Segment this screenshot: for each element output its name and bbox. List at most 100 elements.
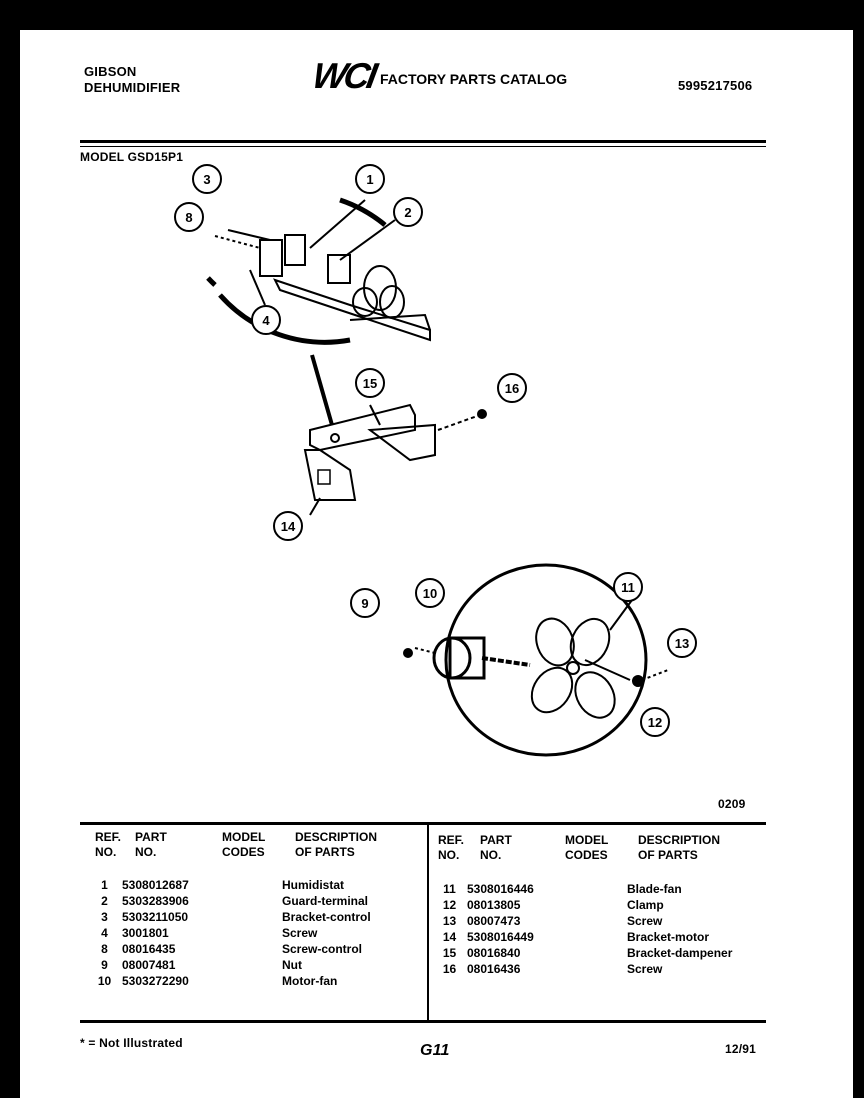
not-illustrated-note: * = Not Illustrated (80, 1036, 183, 1050)
callout-14: 14 (273, 511, 303, 541)
ref-no-cell: 4 (101, 926, 108, 940)
callout-2: 2 (393, 197, 423, 227)
svg-text:8: 8 (185, 210, 192, 225)
description-cell: Screw (282, 926, 318, 940)
callout-8: 8 (174, 202, 204, 232)
table-row: 1 5308012687 Humidistat (87, 877, 442, 893)
table-top-rule (80, 822, 766, 825)
page-number: G11 (420, 1042, 450, 1059)
table-row: 14 5308016449 Bracket-motor (432, 929, 787, 945)
description-cell: Bracket-motor (627, 930, 710, 944)
header-description: DESCRIPTION OF PARTS (295, 830, 378, 859)
description-cell: Nut (282, 958, 302, 972)
table-row: 8 08016435 Screw-control (87, 941, 442, 957)
svg-text:16: 16 (505, 381, 519, 396)
svg-text:2: 2 (404, 205, 411, 220)
callout-balloons: 1 2 3 4 8 9 10 11 12 13 14 15 16 (174, 164, 697, 737)
header-model-codes: MODEL CODES (222, 830, 266, 859)
callout-12: 12 (640, 707, 670, 737)
catalog-page: GIBSON DEHUMIDIFIER WCI FACTORY PARTS CA… (20, 30, 853, 1098)
part-no-cell: 5303211050 (122, 910, 189, 924)
callout-11: 11 (613, 572, 643, 602)
bracket-control-part (259, 239, 283, 277)
description-cell: Bracket-control (282, 910, 371, 924)
bracket-dampener-part (309, 403, 416, 452)
svg-text:4: 4 (262, 313, 270, 328)
part-no-cell: 08016435 (122, 942, 176, 956)
callout-9: 9 (350, 588, 380, 618)
svg-text:3: 3 (203, 172, 210, 187)
part-no-cell: 3001801 (122, 926, 169, 940)
description-cell: Guard-terminal (282, 894, 369, 908)
header-part-no: PART NO. (135, 830, 167, 859)
ref-no-cell: 10 (97, 974, 112, 988)
brand-name: GIBSON (84, 64, 137, 79)
header-rule (80, 140, 766, 143)
part-no-cell: 5303272290 (122, 974, 189, 988)
ref-no-cell: 16 (442, 962, 457, 976)
table-row: 12 08013805 Clamp (432, 897, 787, 913)
header-ref-no-right: REF. NO. (438, 833, 465, 862)
ref-no-cell: 1 (101, 878, 108, 892)
table-bottom-rule (80, 1020, 766, 1023)
description-cell: Screw-control (282, 942, 363, 956)
description-cell: Humidistat (282, 878, 345, 892)
description-cell: Motor-fan (282, 974, 338, 988)
svg-text:14: 14 (281, 519, 296, 534)
motor-fan-part (432, 636, 472, 680)
part-no-cell: 5308012687 (122, 878, 189, 892)
ref-no-cell: 3 (101, 910, 108, 924)
header-part-no-right: PART NO. (480, 833, 512, 862)
brand-block: GIBSON DEHUMIDIFIER (84, 64, 180, 96)
ref-no-cell: 14 (442, 930, 457, 944)
ref-no-cell: 12 (442, 898, 457, 912)
part-no-cell: 5308016446 (467, 882, 534, 896)
humidistat-part (284, 234, 306, 266)
fan-shroud-outline (444, 563, 648, 757)
svg-text:12: 12 (648, 715, 662, 730)
revision-date: 12/91 (725, 1042, 757, 1056)
ref-no-cell: 15 (442, 946, 457, 960)
catalog-title-block: WCI FACTORY PARTS CATALOG (309, 55, 568, 96)
exploded-parts-diagram: 1 2 3 4 8 9 10 11 12 13 14 15 16 (174, 164, 697, 757)
description-cell: Blade-fan (627, 882, 682, 896)
callout-16: 16 (497, 373, 527, 403)
ref-no-cell: 2 (101, 894, 108, 908)
part-no-cell: 08016436 (467, 962, 521, 976)
svg-text:15: 15 (363, 376, 377, 391)
callout-13: 13 (667, 628, 697, 658)
ref-no-cell: 8 (101, 942, 108, 956)
part-no-cell: 5308016449 (467, 930, 534, 944)
table-row: 2 5303283906 Guard-terminal (87, 893, 442, 909)
ref-no-cell: 13 (442, 914, 457, 928)
header-rule-thin (80, 146, 766, 147)
diagram-code: 0209 (718, 797, 746, 811)
catalog-title: FACTORY PARTS CATALOG (379, 71, 568, 87)
description-cell: Bracket-dampener (627, 946, 733, 960)
header-description-right: DESCRIPTION OF PARTS (638, 833, 721, 862)
model-line: MODEL GSD15P1 (80, 150, 184, 164)
header-model-codes-right: MODEL CODES (565, 833, 609, 862)
callout-1: 1 (355, 164, 385, 194)
description-cell: Screw (627, 962, 663, 976)
catalog-number: 5995217506 (678, 78, 753, 93)
ref-no-cell: 11 (443, 882, 456, 896)
part-no-cell: 08007481 (122, 958, 176, 972)
svg-text:13: 13 (675, 636, 689, 651)
svg-text:10: 10 (423, 586, 437, 601)
description-cell: Clamp (627, 898, 664, 912)
svg-text:11: 11 (621, 580, 635, 595)
bracket-motor-part (303, 449, 357, 501)
table-row: 3 5303211050 Bracket-control (87, 909, 442, 925)
description-cell: Screw (627, 914, 663, 928)
part-no-cell: 08013805 (467, 898, 521, 912)
svg-text:9: 9 (361, 596, 368, 611)
fan-blade-part (530, 617, 616, 719)
upper-assembly-outline (218, 293, 351, 345)
table-row: 10 5303272290 Motor-fan (87, 973, 442, 989)
table-row: 4 3001801 Screw (87, 925, 442, 941)
part-no-cell: 5303283906 (122, 894, 189, 908)
